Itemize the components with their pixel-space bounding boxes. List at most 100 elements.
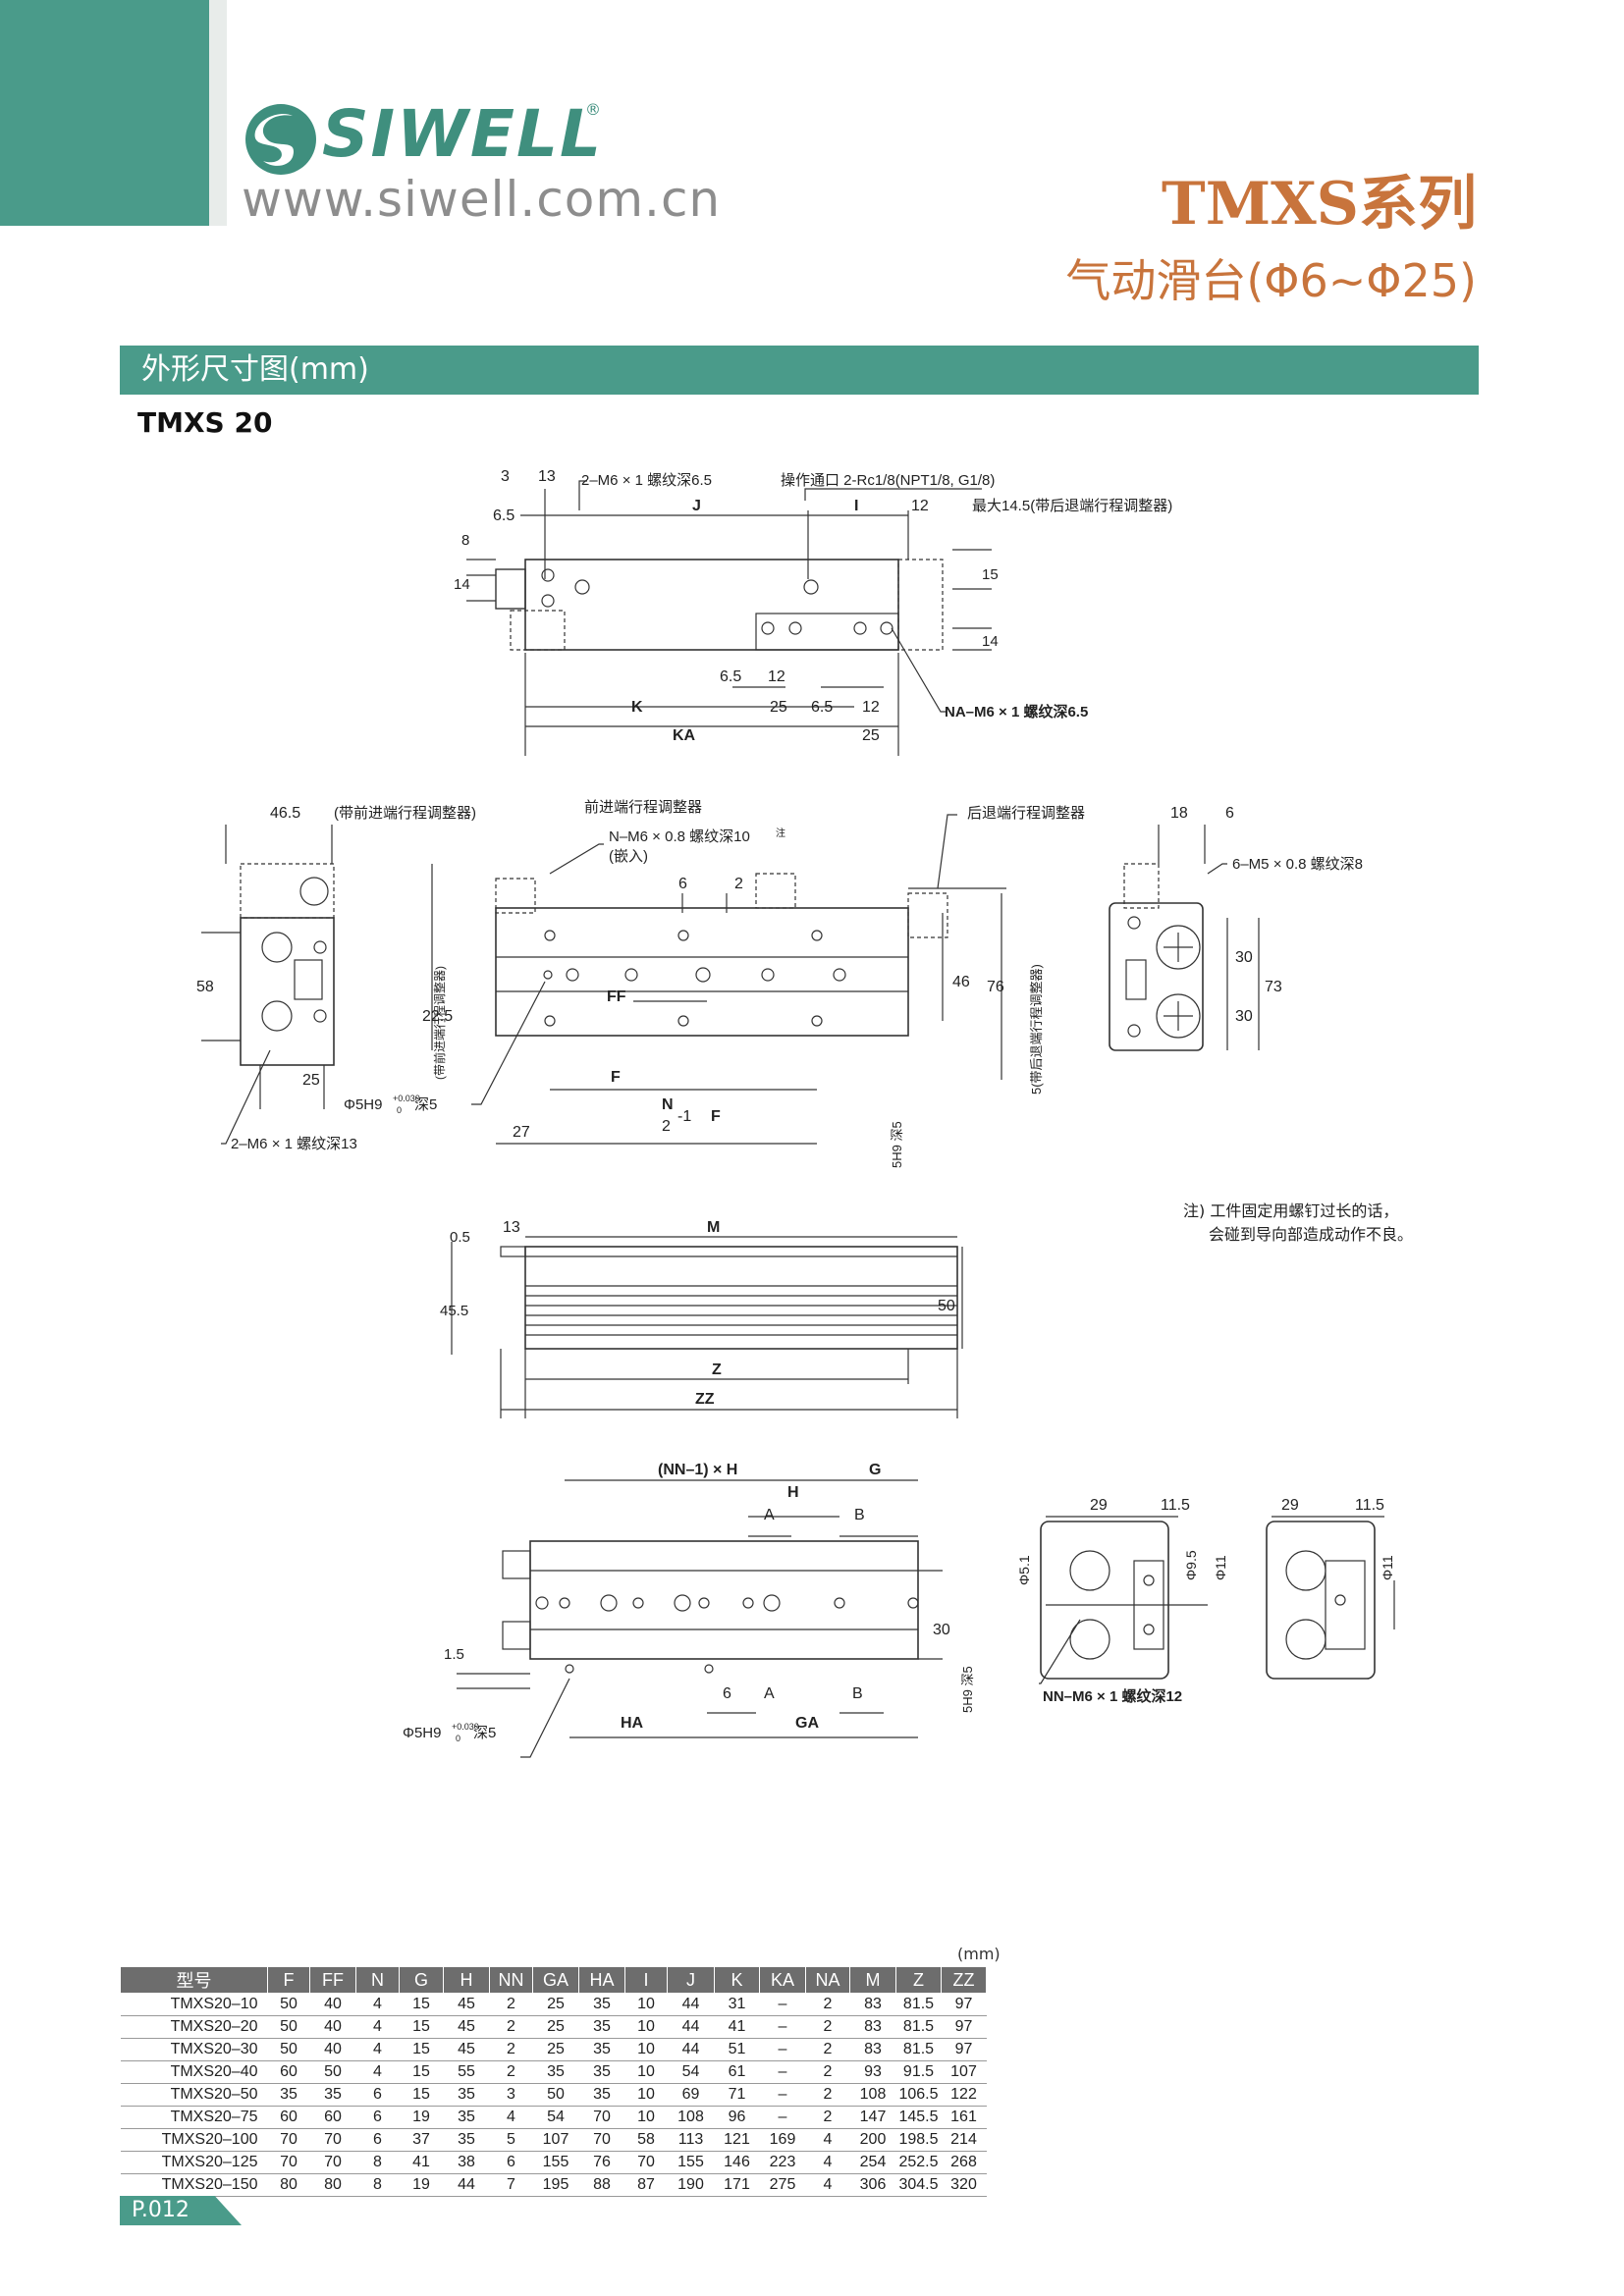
- value-cell: 76: [578, 2151, 625, 2174]
- value-cell: 7: [489, 2173, 533, 2197]
- value-cell: –: [759, 2106, 806, 2129]
- caution-line-1: 注) 工件固定用螺钉过长的话，: [1183, 1201, 1399, 1220]
- value-cell: 6: [489, 2151, 533, 2174]
- dim-I: I: [854, 498, 858, 514]
- corner-strip: [209, 0, 227, 226]
- front-adjuster-note: (带前进端行程调整器): [334, 805, 476, 822]
- swirl-logo-icon: [245, 104, 316, 175]
- value-cell: 252.5: [895, 2151, 942, 2174]
- plan-view: [431, 814, 1006, 1145]
- value-cell: 10: [624, 2106, 668, 2129]
- value-cell: 35: [443, 2083, 490, 2107]
- value-cell: 35: [578, 2083, 625, 2107]
- dim-15: 15: [982, 566, 999, 583]
- dim-58: 58: [196, 979, 214, 995]
- dim-KA: KA: [673, 727, 696, 744]
- value-cell: 214: [941, 2128, 987, 2152]
- nf-F: F: [711, 1108, 721, 1125]
- value-cell: 40: [309, 2038, 356, 2061]
- value-cell: 37: [399, 2128, 444, 2152]
- dim-76: 76: [987, 979, 1004, 995]
- value-cell: 25: [532, 1993, 579, 2016]
- value-cell: 81.5: [895, 1993, 942, 2016]
- value-cell: 107: [532, 2128, 579, 2152]
- dim-30-bottom: 30: [933, 1622, 950, 1638]
- m5-thread-note: 6–M5 × 0.8 螺纹深8: [1232, 856, 1363, 873]
- value-cell: 70: [267, 2128, 310, 2152]
- value-cell: 10: [624, 2060, 668, 2084]
- value-cell: 96: [714, 2106, 760, 2129]
- value-cell: 15: [399, 1993, 444, 2016]
- value-cell: 19: [399, 2173, 444, 2197]
- dim-6-5-c: 6.5: [811, 699, 833, 716]
- dim-14-b: 14: [982, 633, 999, 650]
- dim-11-5: 11.5: [1161, 1497, 1190, 1514]
- dim-50: 50: [938, 1298, 955, 1314]
- model-cell: TMXS20–50: [120, 2083, 268, 2107]
- value-cell: 2: [805, 2106, 850, 2129]
- table-header-cell: HA: [578, 1966, 625, 1994]
- value-cell: 60: [309, 2106, 356, 2129]
- value-cell: 97: [941, 2038, 987, 2061]
- value-cell: 91.5: [895, 2060, 942, 2084]
- table-header-cell: FF: [309, 1966, 356, 1994]
- dim-phi-9-5: Φ9.5: [1183, 1550, 1199, 1580]
- dim-J: J: [692, 498, 701, 514]
- value-cell: 61: [714, 2060, 760, 2084]
- dim-12-c: 12: [862, 699, 880, 716]
- dim-phi-5-1: Φ5.1: [1016, 1555, 1032, 1585]
- table-unit: (mm): [957, 1945, 1001, 1963]
- dim-0-5: 0.5: [450, 1229, 470, 1246]
- value-cell: 8: [355, 2151, 400, 2174]
- table-header-cell: GA: [532, 1966, 579, 1994]
- value-cell: 83: [849, 1993, 896, 2016]
- dim-6-bottom: 6: [723, 1685, 731, 1702]
- value-cell: 44: [667, 2015, 715, 2039]
- value-cell: 15: [399, 2015, 444, 2039]
- dim-phi-11-b: Φ11: [1380, 1555, 1395, 1580]
- value-cell: 4: [355, 1993, 400, 2016]
- nf-numerator: N: [662, 1096, 674, 1113]
- dim-M: M: [707, 1219, 720, 1236]
- value-cell: 10: [624, 2038, 668, 2061]
- dim-14: 14: [454, 576, 470, 593]
- registered-mark: ®: [585, 100, 601, 119]
- value-cell: 5: [489, 2128, 533, 2152]
- value-cell: 19: [399, 2106, 444, 2129]
- end-view-bottom-2: [1266, 1516, 1395, 1680]
- value-cell: 35: [578, 2015, 625, 2039]
- value-cell: 106.5: [895, 2083, 942, 2107]
- dim-6: 6: [678, 876, 687, 892]
- model-cell: TMXS20–30: [120, 2038, 268, 2061]
- table-header-cell: NN: [489, 1966, 533, 1994]
- front-adjuster-label: 前进端行程调整器: [584, 799, 702, 816]
- value-cell: 4: [355, 2060, 400, 2084]
- value-cell: 146: [714, 2151, 760, 2174]
- value-cell: 122: [941, 2083, 987, 2107]
- value-cell: 50: [267, 2015, 310, 2039]
- value-cell: 93: [849, 2060, 896, 2084]
- value-cell: 2: [805, 2038, 850, 2061]
- value-cell: 108: [667, 2106, 715, 2129]
- value-cell: 200: [849, 2128, 896, 2152]
- value-cell: 69: [667, 2083, 715, 2107]
- corner-block: [0, 0, 209, 226]
- value-cell: 70: [309, 2128, 356, 2152]
- dim-30-b: 30: [1235, 1008, 1253, 1025]
- value-cell: 81.5: [895, 2015, 942, 2039]
- front-view: [201, 825, 335, 1145]
- value-cell: 97: [941, 2015, 987, 2039]
- value-cell: 254: [849, 2151, 896, 2174]
- dim-Z: Z: [712, 1362, 722, 1378]
- table-header-cell: NA: [805, 1966, 850, 1994]
- insert-note: (嵌入): [609, 848, 648, 865]
- table-header-cell: I: [624, 1966, 668, 1994]
- note-mark: 注: [776, 827, 785, 839]
- value-cell: 41: [399, 2151, 444, 2174]
- value-cell: –: [759, 2083, 806, 2107]
